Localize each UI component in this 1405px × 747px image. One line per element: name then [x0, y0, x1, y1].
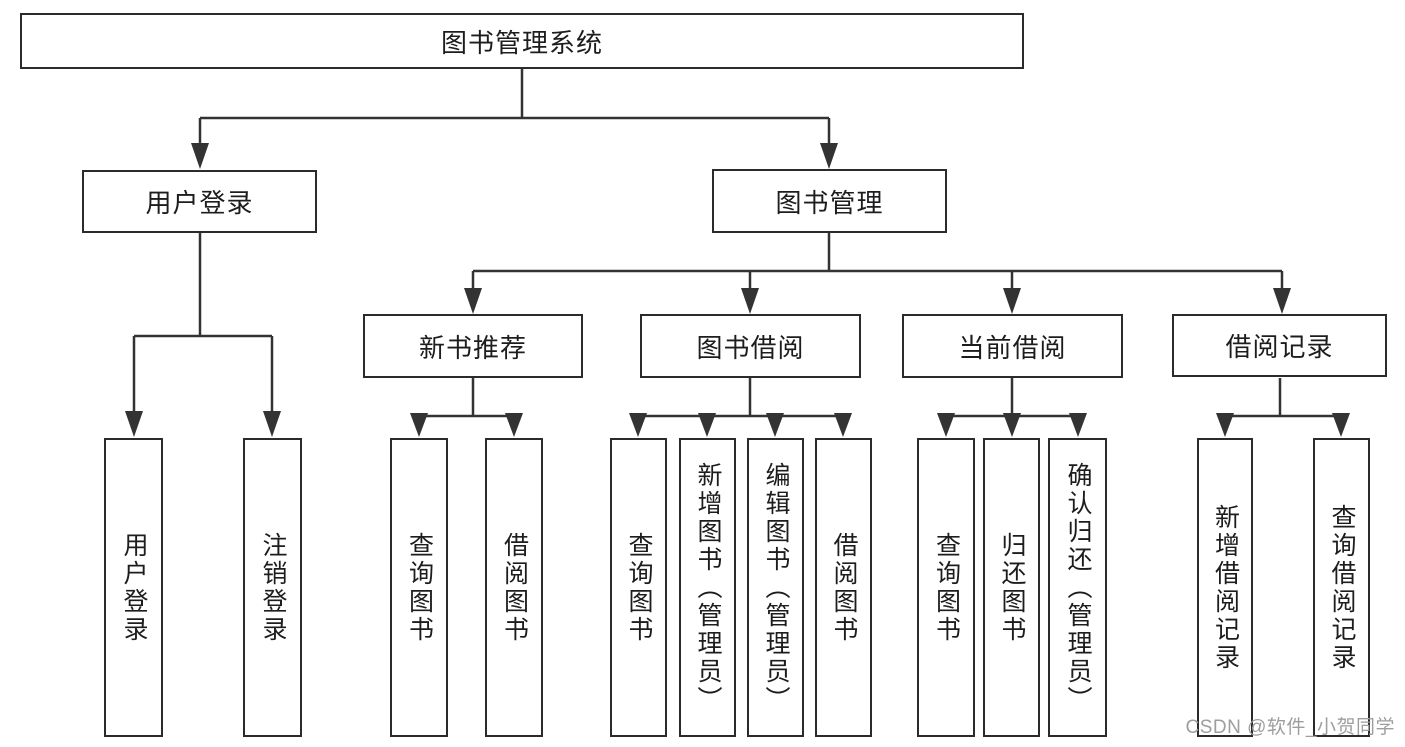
leaf-query-books-borrowing: 查询图书: [610, 438, 667, 737]
leaf-borrow-books: 借阅图书: [815, 438, 872, 737]
leaf-add-borrow-record: 新增借阅记录: [1197, 438, 1253, 737]
node-library-management-system: 图书管理系统: [20, 13, 1024, 69]
leaf-label: 查询图书: [405, 531, 434, 644]
node-user-login: 用户登录: [82, 170, 317, 233]
csdn-watermark: CSDN @软件_小贺同学: [1185, 717, 1395, 738]
leaf-query-borrow-record: 查询借阅记录: [1313, 438, 1370, 737]
node-current-borrowing: 当前借阅: [902, 314, 1123, 378]
leaf-edit-books-admin: 编辑图书（管理员）: [747, 438, 804, 737]
node-book-management: 图书管理: [712, 169, 947, 233]
node-label: 图书管理: [775, 187, 884, 218]
node-label: 图书管理系统: [440, 27, 603, 58]
leaf-query-books-recommend: 查询图书: [390, 438, 448, 737]
leaf-return-books: 归还图书: [983, 438, 1040, 737]
node-book-borrowing: 图书借阅: [640, 314, 861, 378]
node-label: 当前借阅: [958, 332, 1067, 363]
leaf-label: 归还图书: [998, 531, 1026, 644]
leaf-query-books-current: 查询图书: [917, 438, 975, 737]
leaf-label: 借阅图书: [500, 531, 529, 644]
leaf-label: 新增图书（管理员）: [694, 461, 722, 714]
leaf-label: 借阅图书: [830, 531, 858, 644]
leaf-label: 编辑图书（管理员）: [762, 461, 790, 714]
leaf-user-login: 用户登录: [104, 438, 163, 737]
node-label: 用户登录: [145, 188, 254, 218]
leaf-label: 确认归还（管理员）: [1064, 461, 1092, 714]
leaf-label: 查询借阅记录: [1328, 503, 1356, 672]
leaf-label: 注销登录: [259, 531, 287, 644]
leaf-logout: 注销登录: [243, 438, 302, 737]
node-borrowing-records: 借阅记录: [1172, 314, 1387, 377]
leaf-label: 查询图书: [625, 531, 653, 644]
leaf-label: 查询图书: [932, 531, 961, 644]
leaf-confirm-return-admin: 确认归还（管理员）: [1048, 438, 1107, 737]
node-label: 新书推荐: [418, 332, 527, 363]
leaf-label: 用户登录: [120, 531, 148, 644]
leaf-label: 新增借阅记录: [1211, 503, 1240, 672]
leaf-borrow-books-recommend: 借阅图书: [485, 438, 543, 737]
node-new-book-recommendation: 新书推荐: [363, 314, 583, 378]
node-label: 图书借阅: [696, 332, 805, 363]
node-label: 借阅记录: [1225, 332, 1334, 362]
leaf-add-books-admin: 新增图书（管理员）: [679, 438, 736, 737]
